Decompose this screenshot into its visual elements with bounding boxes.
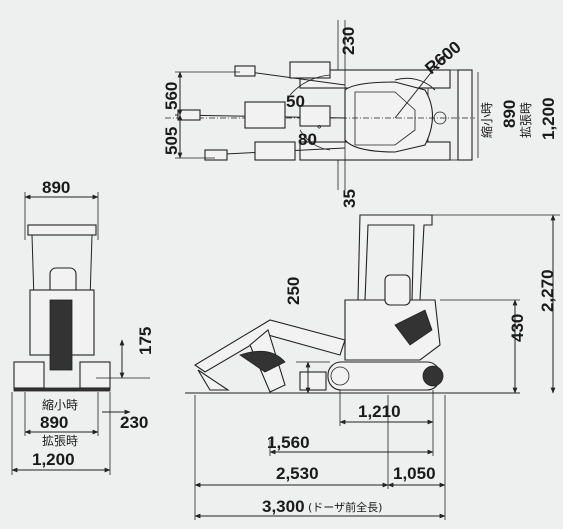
- dim-side-3300: 3,300: [262, 497, 305, 516]
- dim-side-250: 250: [284, 277, 303, 305]
- dim-top-560: 560: [162, 82, 181, 110]
- top-boom-left: [234, 61, 346, 86]
- dim-side-1210: 1,210: [358, 402, 401, 421]
- dim-top-505: 505: [162, 127, 181, 155]
- front-view: [11, 192, 150, 475]
- dim-side-1560: 1,560: [267, 433, 310, 452]
- dim-top-80: 80: [298, 130, 317, 149]
- dim-top-50: 50: [286, 92, 305, 111]
- dim-front-890-bottom: 890: [40, 413, 68, 432]
- side-blade: [299, 371, 327, 391]
- top-boom-right: [204, 141, 346, 161]
- label-top-extended: 拡張時: [519, 102, 533, 138]
- dim-top-890: 890: [500, 100, 519, 128]
- front-canopy-roof: [27, 224, 97, 236]
- dim-top-230: 230: [339, 27, 358, 55]
- dim-side-1050: 1,050: [393, 464, 436, 483]
- dim-side-2530: 2,530: [276, 464, 319, 483]
- label-front-retracted: 縮小時: [42, 397, 78, 412]
- top-blade: [457, 69, 473, 161]
- dim-side-2270: 2,270: [538, 269, 557, 312]
- top-boom-center: [174, 101, 346, 129]
- top-view: [165, 20, 479, 190]
- side-bucket: [239, 350, 286, 373]
- degree-mark: °: [317, 124, 321, 136]
- label-front-extended: 拡張時: [42, 434, 78, 448]
- label-top-retracted: 縮小時: [479, 102, 494, 138]
- front-track-right: [79, 361, 111, 389]
- front-track-left: [13, 361, 45, 389]
- top-upper-body: [344, 81, 434, 153]
- dim-front-1200: 1,200: [32, 450, 75, 469]
- side-boom: [193, 319, 346, 373]
- dim-side-430: 430: [508, 314, 527, 342]
- front-boom: [49, 299, 73, 371]
- label-overall-length: (ドーザ前全長): [308, 500, 382, 514]
- dim-front-230: 230: [120, 413, 148, 432]
- dim-front-175: 175: [136, 327, 155, 355]
- dim-top-1200: 1,200: [539, 97, 558, 140]
- dimension-labels: 230 R600 560 505 50 80 ° 35 縮小時 890 拡張時 …: [32, 27, 558, 516]
- dim-front-890: 890: [42, 178, 70, 197]
- dim-top-35: 35: [340, 189, 359, 208]
- side-view: [185, 214, 560, 520]
